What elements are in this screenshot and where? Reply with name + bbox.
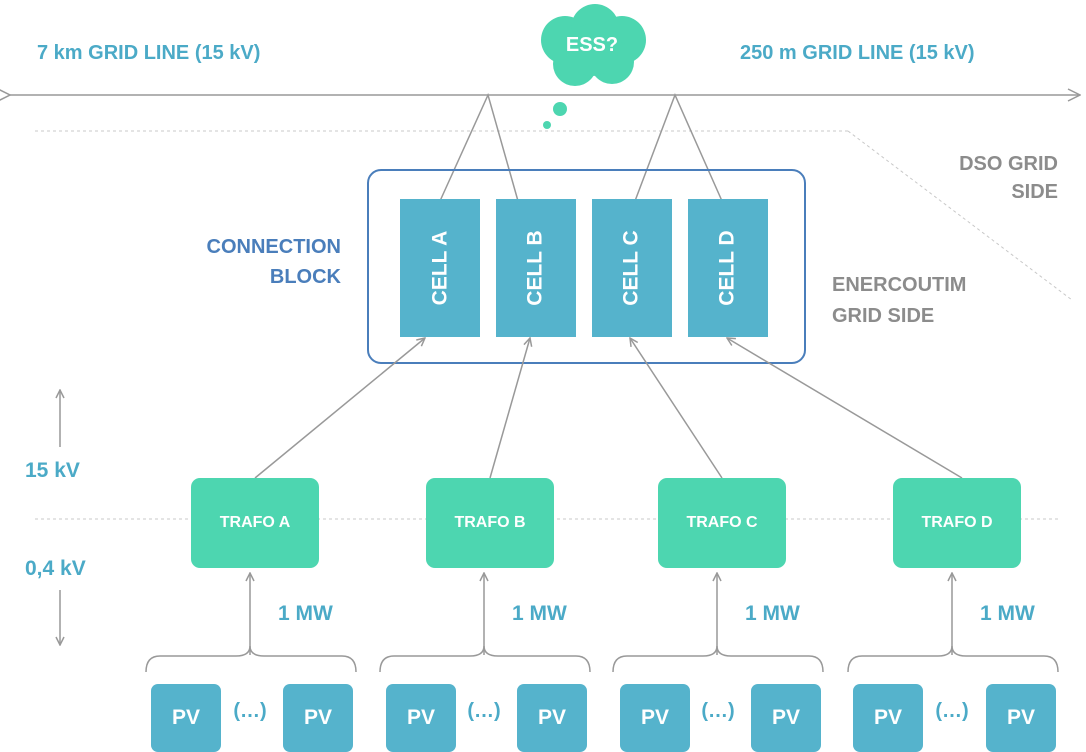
voltage-low-label: 0,4 kV [25, 557, 86, 580]
cell-b-label: CELL B [523, 230, 547, 306]
pv-a-ellipsis: (…) [233, 700, 267, 722]
ess-cloud-bubble-small [543, 121, 551, 129]
pv-a-first-label: PV [171, 706, 200, 729]
trafo-b-label: TRAFO B [454, 514, 526, 531]
cell-a: CELL A [400, 199, 480, 337]
trafo-c: TRAFO C [658, 478, 786, 568]
pv-a-last: PV [283, 684, 353, 752]
power-label-b: 1 MW [512, 602, 567, 625]
power-label-c: 1 MW [745, 602, 800, 625]
pv-b-ellipsis: (…) [467, 700, 501, 722]
enercoutim-side-label-line2: GRID SIDE [832, 305, 935, 327]
enercoutim-side-label-line1: ENERCOUTIM [832, 274, 967, 296]
trafo-d-label: TRAFO D [921, 514, 993, 531]
voltage-high-label: 15 kV [25, 459, 80, 482]
grid-branches [439, 92, 723, 202]
pv-b-first: PV [386, 684, 456, 752]
cell-c-label: CELL C [619, 230, 643, 306]
pv-trafo-arrows [250, 573, 952, 655]
connection-block-outline [367, 169, 806, 364]
cell-d-label: CELL D [715, 230, 739, 306]
pv-c-first-label: PV [640, 706, 669, 729]
ess-label: ESS? [565, 34, 619, 56]
dso-boundary-dashed-line [35, 130, 1073, 301]
trafo-d: TRAFO D [893, 478, 1021, 568]
pv-c-last: PV [751, 684, 821, 752]
pv-d-first-label: PV [873, 706, 902, 729]
cell-c: CELL C [592, 199, 672, 337]
left-grid-line-label: 7 km GRID LINE (15 kV) [37, 42, 261, 64]
pv-c-first: PV [620, 684, 690, 752]
trafo-a: TRAFO A [191, 478, 319, 568]
connection-block-label-line1: CONNECTION [206, 236, 341, 258]
right-grid-line-label: 250 m GRID LINE (15 kV) [740, 42, 975, 64]
connection-block-label-line2: BLOCK [269, 266, 341, 288]
ess-cloud-bubble-large [553, 102, 567, 116]
pv-b-first-label: PV [406, 706, 435, 729]
pv-group-braces [145, 645, 1059, 673]
pv-d-first: PV [853, 684, 923, 752]
connection-block-label: CONNECTION BLOCK [207, 232, 341, 292]
ess-cloud [541, 4, 646, 129]
power-label-d: 1 MW [980, 602, 1035, 625]
pv-c-last-label: PV [771, 706, 800, 729]
pv-b-last: PV [517, 684, 587, 752]
pv-c-ellipsis: (…) [701, 700, 735, 722]
power-label-a: 1 MW [278, 602, 333, 625]
cell-a-label: CELL A [427, 230, 451, 306]
pv-b-last-label: PV [537, 706, 566, 729]
dso-side-label-line2: SIDE [1011, 181, 1058, 203]
dso-side-label: DSO GRID SIDE [959, 150, 1058, 206]
cell-d: CELL D [688, 199, 768, 337]
pv-a-last-label: PV [303, 706, 332, 729]
pv-a-first: PV [151, 684, 221, 752]
dso-side-label-line1: DSO GRID [959, 153, 1058, 175]
enercoutim-side-label: ENERCOUTIM GRID SIDE [832, 270, 966, 332]
cell-b: CELL B [496, 199, 576, 337]
pv-d-last: PV [986, 684, 1056, 752]
trafo-cell-arrows [254, 338, 963, 479]
trafo-c-label: TRAFO C [686, 514, 758, 531]
trafo-a-label: TRAFO A [219, 514, 291, 531]
pv-d-last-label: PV [1006, 706, 1035, 729]
trafo-b: TRAFO B [426, 478, 554, 568]
pv-d-ellipsis: (…) [935, 700, 969, 722]
